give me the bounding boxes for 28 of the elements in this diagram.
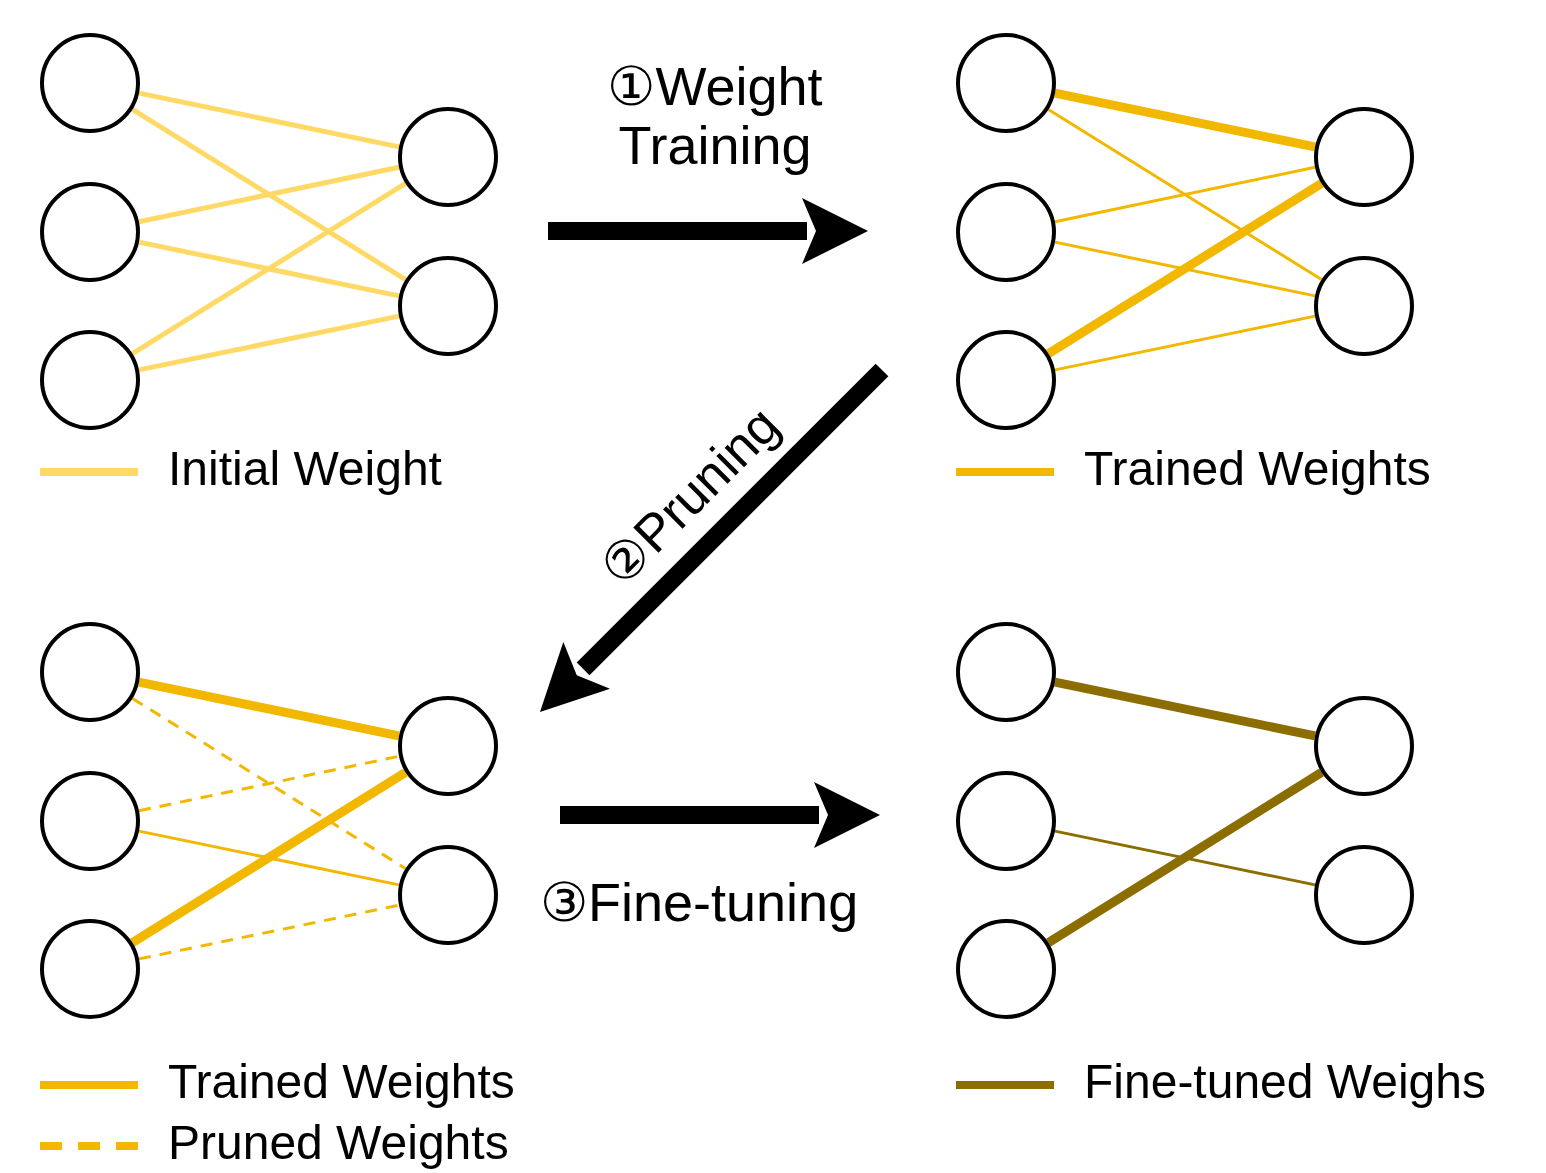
connection-line [131,181,407,356]
dashed-connection [131,697,407,870]
connection-line [1054,314,1316,372]
connection-line [1054,677,1316,741]
step-label: ①Weight Training [606,57,824,176]
connection-line [1047,108,1323,281]
connection-line [130,768,408,947]
dashed-connection [138,754,400,813]
connection-line [1046,179,1324,358]
connection-line [1054,240,1316,298]
connection-line [1046,768,1324,947]
legend-label: Trained Weights [168,1056,515,1109]
legend-label: Initial Weight [168,443,442,496]
legend-label: Pruned Weights [168,1117,509,1170]
connection-line [138,677,400,741]
step-label: ③Fine-tuning [540,873,860,933]
connection-line [1054,88,1316,152]
legend-label: Trained Weights [1084,443,1431,496]
connection-line [138,239,400,299]
connection-line [138,90,400,150]
connection-line [138,313,400,373]
connection-line [1054,829,1316,887]
connection-line [1054,165,1316,224]
legend-label: Fine-tuned Weighs [1084,1056,1486,1109]
dashed-connection [138,903,400,961]
connection-line [138,164,400,225]
connection-line [131,107,407,282]
connection-line [138,829,400,887]
